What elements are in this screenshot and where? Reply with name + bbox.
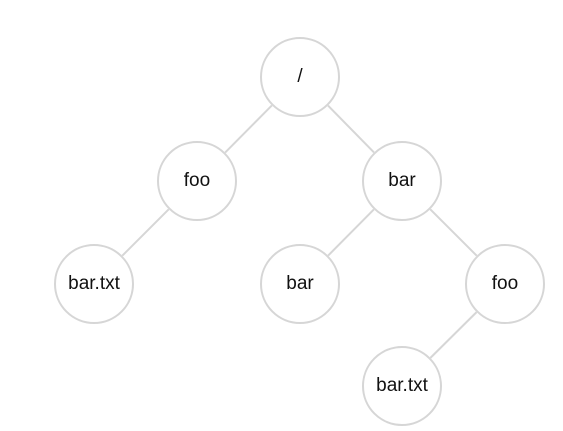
node-label: bar — [388, 170, 416, 191]
tree-edge-bar-bar_bar — [327, 208, 375, 257]
node-label: bar.txt — [376, 375, 428, 396]
tree-edge-foo-foo_bar_txt — [121, 208, 170, 257]
tree-node-bar[interactable]: bar — [362, 141, 442, 221]
tree-node-bar-foo-bar-txt[interactable]: bar.txt — [362, 346, 442, 426]
node-label: bar.txt — [68, 273, 120, 294]
tree-node-bar-foo[interactable]: foo — [465, 244, 545, 324]
tree-edge-root-foo — [224, 104, 273, 154]
tree-node-bar-bar[interactable]: bar — [260, 244, 340, 324]
node-label: / — [297, 66, 303, 87]
tree-node-foo[interactable]: foo — [157, 141, 237, 221]
node-label: bar — [286, 273, 314, 294]
tree-edge-bar-bar_foo — [429, 208, 478, 257]
tree-edge-bar_foo-bar_foo_bar_txt — [429, 311, 478, 359]
tree-node-root[interactable]: / — [260, 37, 340, 117]
node-label: foo — [491, 273, 519, 294]
node-label: foo — [183, 170, 211, 191]
tree-node-foo-bar-txt[interactable]: bar.txt — [54, 244, 134, 324]
tree-edge-root-bar — [327, 104, 375, 154]
